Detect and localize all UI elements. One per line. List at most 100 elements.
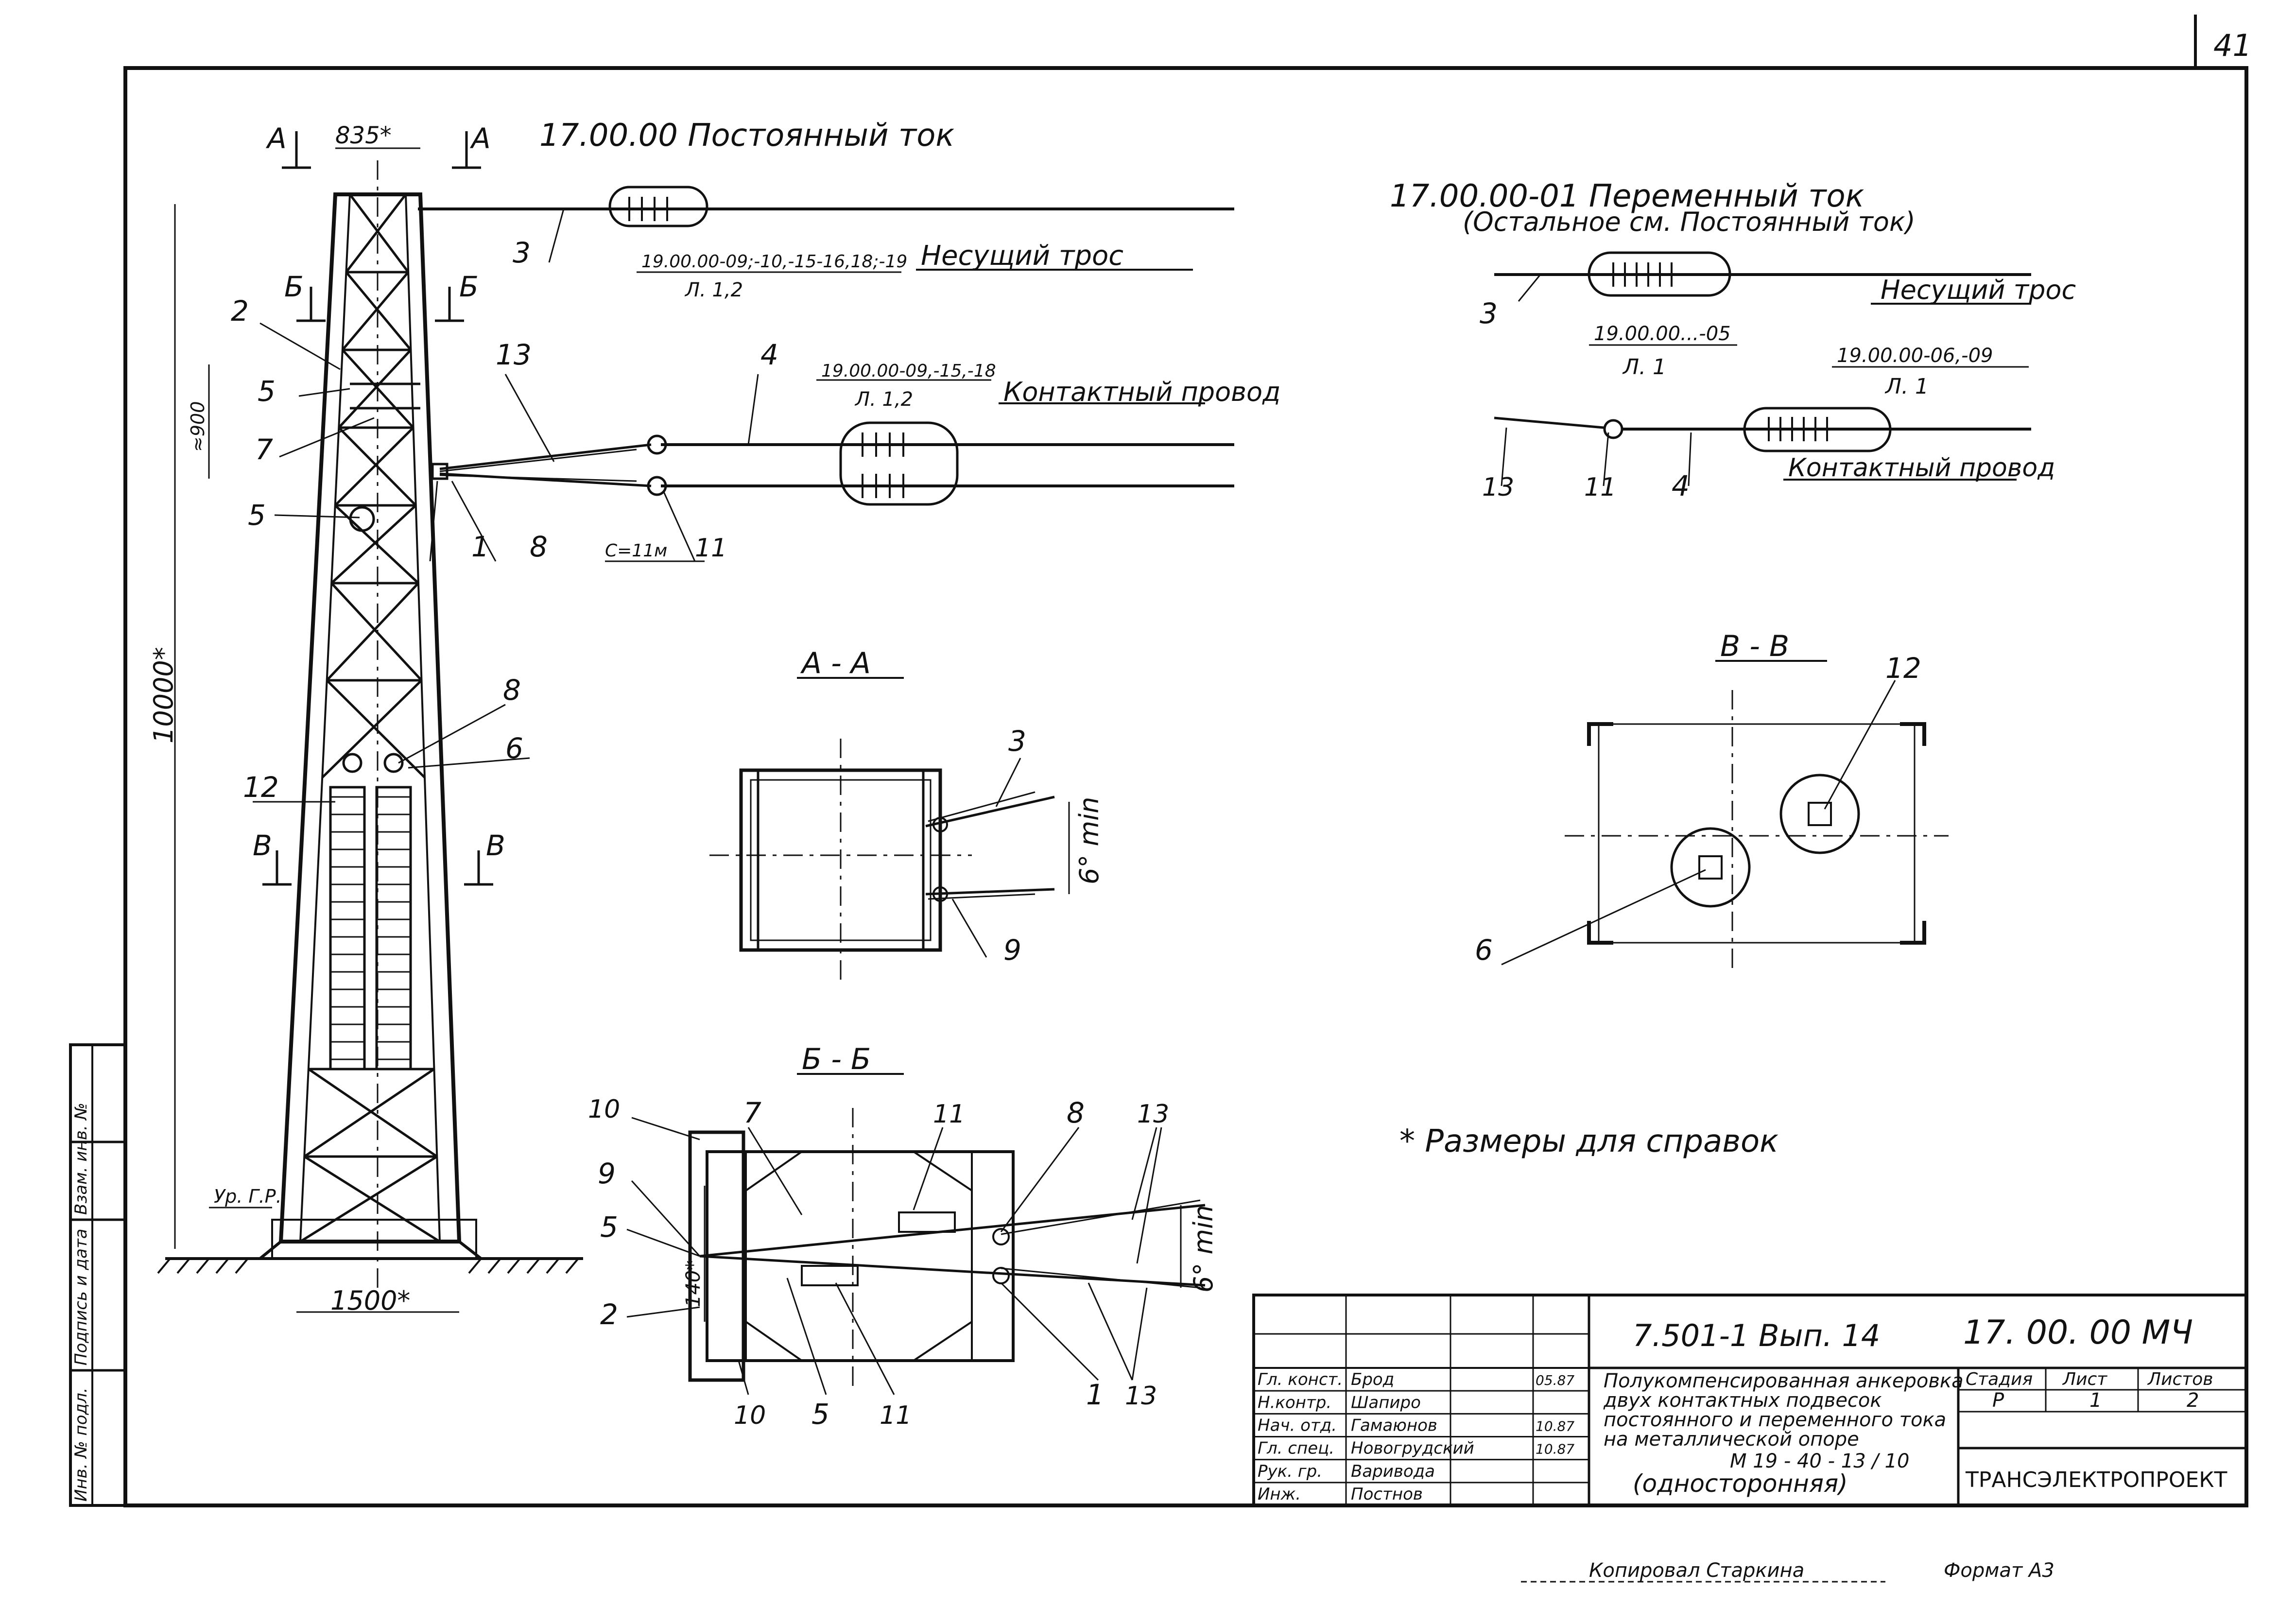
callout-11-bb-top: 11 [933,1100,965,1129]
callout-12-tower: 12 [243,771,279,804]
tb-date: 05.87 [1536,1372,1574,1388]
callout-6-mid: 6 [505,732,523,765]
dc-insulators [620,197,932,498]
tb-stage: Р [1992,1389,2004,1412]
ref-ac-contact: 19.00.00-06,-09 [1837,345,1993,367]
dim-top-width: 835* [335,122,392,149]
ground-hatch [546,1258,560,1274]
lattice-brace [345,271,412,351]
stamp-inv-orig: Инв. № подл. [71,1387,91,1502]
tb-name: Варивода [1351,1462,1435,1481]
ref-dc-carrier-sheet: Л. 1,2 [684,279,743,301]
dc-wires [418,186,1234,506]
tb-name: Постнов [1351,1485,1423,1504]
tb-role: Гл. конст. [1258,1370,1343,1389]
tb-description-line: Полукомпенсированная анкеровка [1604,1370,1964,1392]
dim-aa-min: 6° min [1074,797,1105,884]
callout-7-bb: 7 [743,1096,761,1129]
callout-6-vv: 6 [1475,933,1493,967]
section-bb-title: Б - Б [802,1042,871,1076]
marker-b-left: Б [284,270,304,303]
callout-numbers: 3 2 5 7 5 13 4 1 8 11 8 6 12 3 9 12 6 3 … [231,236,1921,1431]
ground-hatch [526,1258,540,1274]
lattice-brace [303,1155,441,1243]
ground-hatching [157,1258,579,1274]
callout-11-top: 11 [695,534,727,563]
callout-3-ac: 3 [1480,297,1498,330]
label-contact-dc: Контактный провод [1003,377,1280,407]
lattice-brace [334,504,419,584]
lattice-brace [342,349,414,429]
lattice-brace [341,271,410,351]
section-vv [1565,690,1949,972]
tb-sheets-label: Листов [2147,1369,2213,1389]
ground-hatch [196,1258,210,1274]
marker-v-right: В [486,829,505,862]
tb-mark: М 19 - 40 - 13 / 10 [1730,1450,1909,1472]
ref-ac-carrier: 19.00.00...-05 [1594,323,1731,345]
lattice-brace [326,582,419,681]
ref-dc-carrier: 19.00.00-09;-10,-15-16,18;-19 [641,252,907,272]
ac-title: 17.00.00-01 Переменный ток [1390,178,1864,214]
ac-note: (Остальное см. Постоянный ток) [1463,207,1916,237]
callout-1-bb: 1 [1086,1378,1104,1411]
lattice-brace [321,679,423,778]
tb-name: Брод [1351,1370,1394,1389]
lattice-brace [299,1155,438,1243]
tb-sheets: 2 [2187,1389,2199,1412]
callout-5-mid: 5 [248,499,266,532]
tb-name: Гамаюнов [1351,1416,1437,1435]
ac-insulators [1604,262,1853,441]
callout-13-bb-bottom: 13 [1125,1382,1157,1411]
ref-ac-contact-sheet: Л. 1 [1884,374,1929,399]
callout-2: 2 [231,294,249,328]
callout-10-bb-top: 10 [588,1095,620,1124]
tb-role: Нач. отд. [1258,1416,1337,1435]
callout-4: 4 [760,338,778,371]
tb-stage-label: Стадия [1966,1369,2033,1389]
callout-8-mid: 8 [503,674,521,707]
callout-11-ac: 11 [1584,473,1616,502]
callout-2-bb: 2 [600,1298,618,1331]
ground-hatch [235,1258,249,1274]
section-vv-title: В - В [1720,629,1789,663]
callout-13-ac: 13 [1482,473,1514,502]
side-stamp: Инв. № подл. Подпись и дата Взам. инв. № [69,1043,127,1507]
callout-9-aa: 9 [1003,933,1021,967]
ground-hatch [157,1258,171,1274]
tower-lattice [299,193,441,1243]
label-contact-ac: Контактный провод [1788,453,2055,483]
label-ground: Ур. Г.Р. [214,1186,282,1207]
callout-10-bb-bottom: 10 [734,1401,766,1430]
tb-description-line: на металлической опоре [1604,1428,1859,1451]
dim-base: 1500* [330,1285,410,1316]
tb-doc: 17. 00. 00 МЧ [1963,1313,2193,1352]
lattice-brace [303,1068,435,1158]
dim-c11: C=11м [605,541,667,561]
section-letters: А А Б Б В В [253,122,505,862]
marker-a-left: А [265,122,287,155]
marker-a-right: А [469,122,491,155]
lattice-brace [330,504,417,584]
sheet-frame: 41 [123,15,2252,1507]
footnote: * Размеры для справок [1399,1123,1778,1159]
ref-ac-carrier-sheet: Л. 1 [1622,355,1666,380]
tb-role: Гл. спец. [1258,1439,1334,1458]
callout-7: 7 [255,433,273,466]
dim-bb-min: 6° min [1188,1205,1219,1293]
section-bb [688,1108,1206,1390]
tb-mark-note: (односторонняя) [1633,1469,1848,1498]
callout-5-bb-left: 5 [600,1210,618,1244]
tb-description-line: постоянного и переменного тока [1604,1409,1946,1431]
footer-format: Формат А3 [1944,1559,2054,1582]
sheet-number: 41 [2213,28,2252,63]
callout-5-bb-bottom: 5 [811,1398,829,1431]
callout-8-bb: 8 [1067,1096,1085,1129]
callout-4-ac: 4 [1672,469,1690,502]
annotations: 17.00.00 Постоянный ток 17.00.00-01 Пере… [148,118,2076,1316]
lattice-brace [326,679,426,778]
tb-date: 10.87 [1536,1418,1574,1434]
